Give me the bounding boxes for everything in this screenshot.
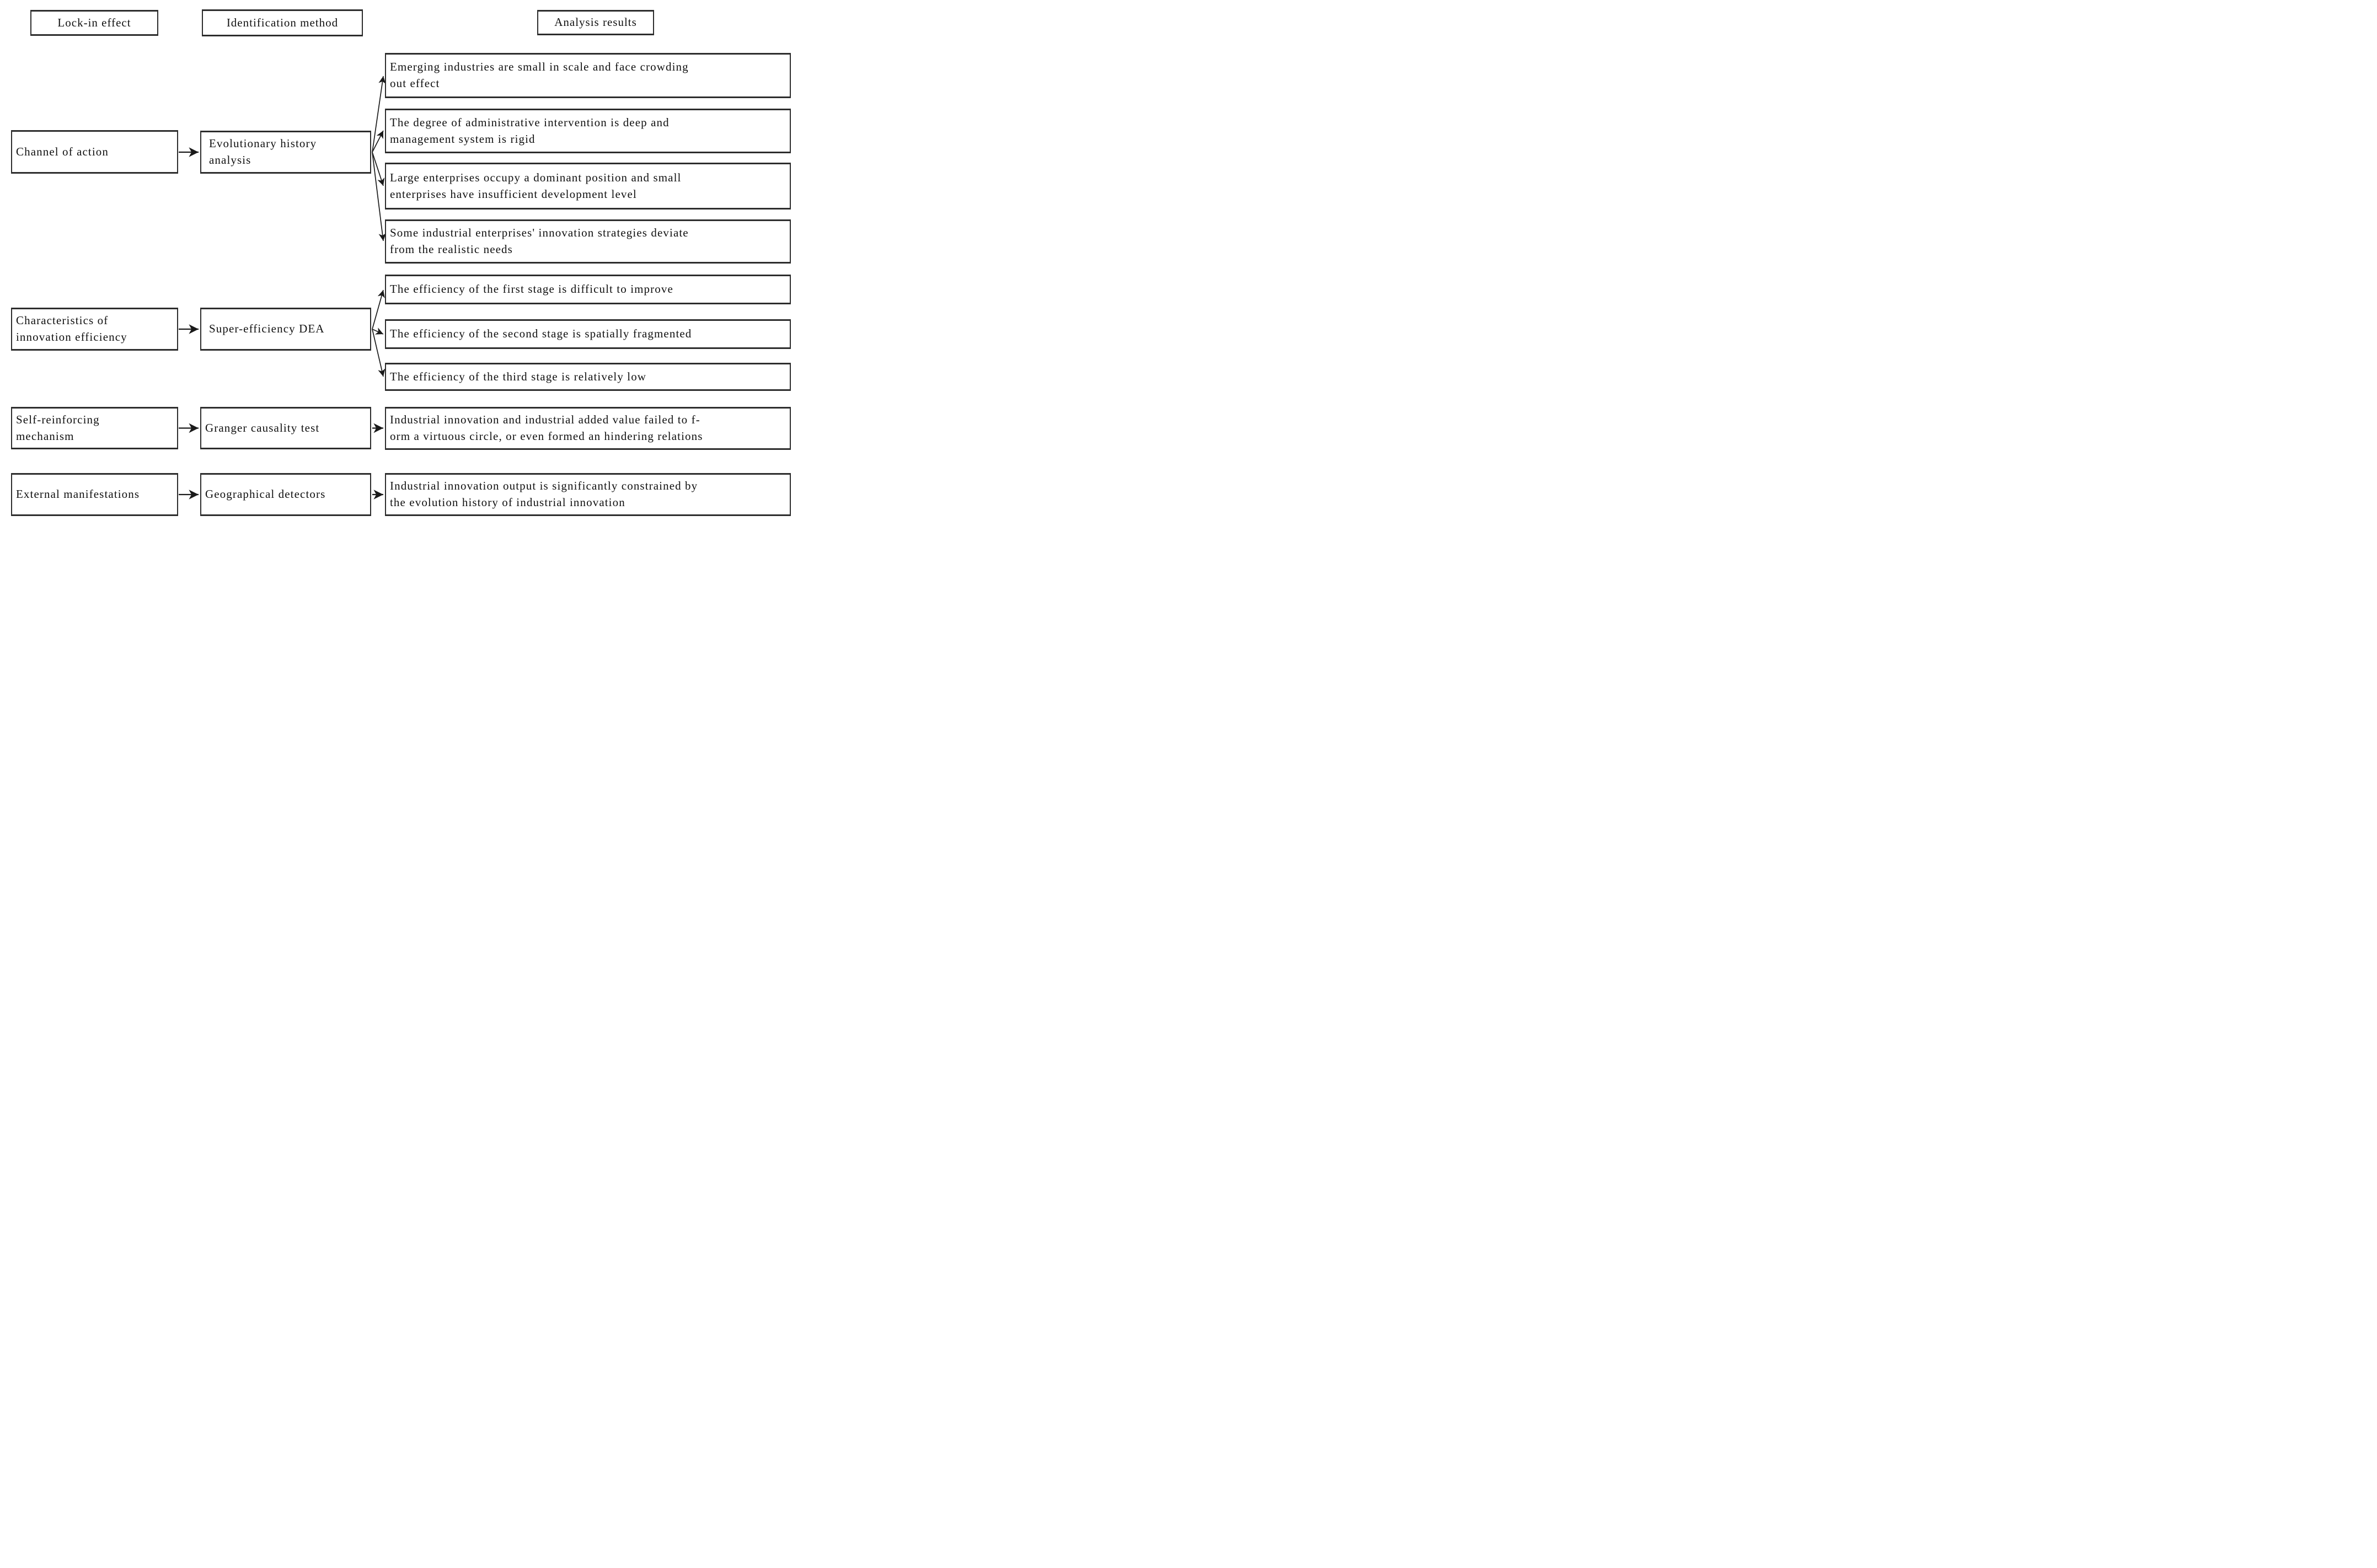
arrow-method1-result3 — [372, 152, 385, 186]
effect-box-external-manifestations: External manifestations — [11, 473, 178, 516]
method-box-evolutionary-history: Evolutionary history analysis — [200, 131, 371, 174]
result-box-administrative-intervention: The degree of administrative interventio… — [385, 109, 791, 153]
header-identification-method: Identification method — [202, 9, 363, 36]
arrow-method2-result7 — [372, 329, 386, 377]
arrow-method1-result1 — [372, 76, 386, 153]
result-box-virtuous-circle: Industrial innovation and industrial add… — [385, 407, 791, 450]
result-box-second-stage: The efficiency of the second stage is sp… — [385, 319, 791, 349]
result-box-large-enterprises: Large enterprises occupy a dominant posi… — [385, 163, 791, 210]
result-box-third-stage: The efficiency of the third stage is rel… — [385, 363, 791, 391]
lock-in-effect-flow-diagram: Lock-in effect Identification method Ana… — [0, 0, 793, 523]
effect-box-self-reinforcing: Self-reinforcing mechanism — [11, 407, 178, 449]
method-box-super-efficiency-dea: Super-efficiency DEA — [200, 308, 371, 351]
result-box-innovation-output: Industrial innovation output is signific… — [385, 473, 791, 516]
effect-box-innovation-efficiency: Characteristics of innovation efficiency — [11, 308, 178, 351]
arrow-method1-result4 — [372, 152, 387, 241]
result-box-innovation-strategies: Some industrial enterprises' innovation … — [385, 219, 791, 264]
arrow-method1-result2 — [372, 130, 384, 153]
method-box-granger-causality: Granger causality test — [200, 407, 371, 449]
connector-arrows — [179, 76, 387, 500]
result-box-emerging-industries: Emerging industries are small in scale a… — [385, 53, 791, 98]
result-box-first-stage: The efficiency of the first stage is dif… — [385, 275, 791, 304]
arrow-method2-result6 — [372, 327, 384, 335]
method-box-geographical-detectors: Geographical detectors — [200, 473, 371, 516]
header-lock-in-effect: Lock-in effect — [30, 10, 158, 36]
header-analysis-results: Analysis results — [537, 10, 654, 35]
arrow-method2-result5 — [372, 289, 385, 330]
effect-box-channel-of-action: Channel of action — [11, 130, 178, 174]
